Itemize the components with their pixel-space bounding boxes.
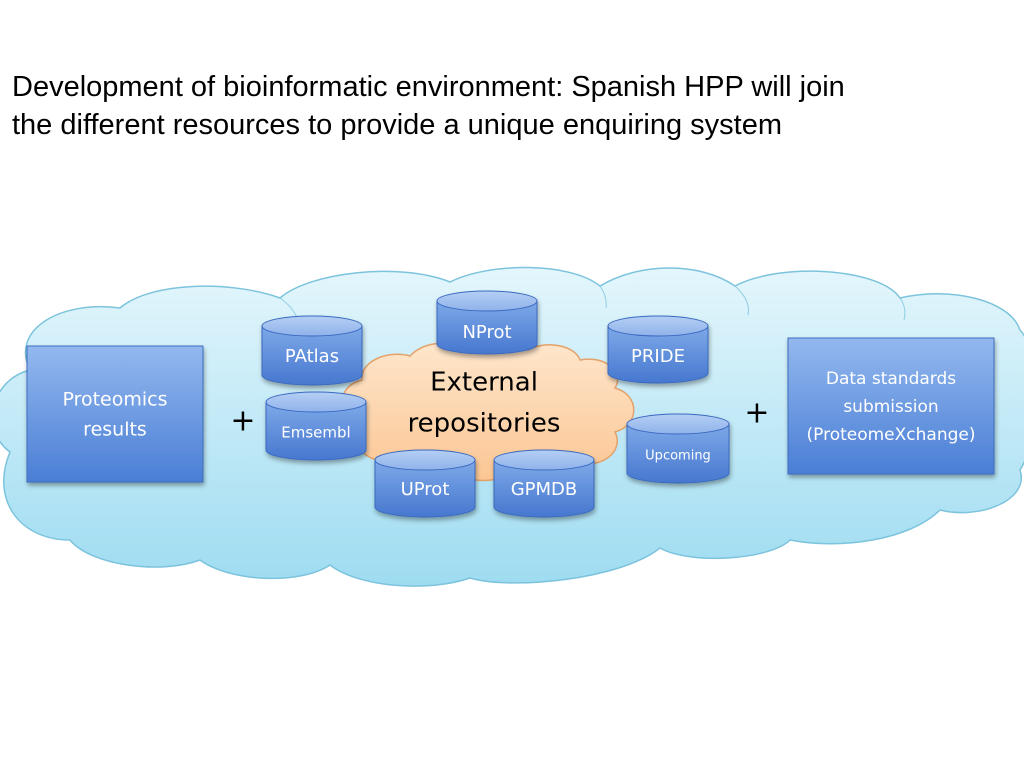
data-standards-label-line-1: Data standards [826,369,956,389]
gpmdb-label: GPMDB [511,479,578,500]
patlas-label: PAtlas [285,346,339,367]
nprot-database-icon [436,290,538,355]
pride-label: PRIDE [631,346,685,367]
proteomics-label-line-2: results [83,419,147,441]
emsembl-label: Emsembl [281,424,350,442]
proteomics-results-box [26,345,204,483]
external-repositories-line-2: repositories [408,409,561,439]
pride-database-icon [607,315,709,384]
gpmdb-database-icon [493,449,595,518]
nprot-label: NProt [462,322,511,343]
plus-left: + [230,404,255,439]
external-repositories-line-1: External [430,368,538,398]
plus-right: + [744,396,769,431]
upcoming-database-icon [626,413,730,484]
data-standards-label-line-3: (ProteomeXchange) [807,425,976,445]
slide-title-line-2: the different resources to provide a uni… [12,109,783,141]
uprot-database-icon [374,449,476,518]
uprot-label: UProt [401,479,450,500]
data-standards-box [787,337,995,475]
emsembl-database-icon [265,391,367,461]
proteomics-label-line-1: Proteomics [62,389,167,411]
patlas-database-icon [261,315,363,386]
upcoming-label: Upcoming [645,449,711,464]
data-standards-label-line-2: submission [843,397,938,417]
slide-title: Development of bioinformatic environment… [12,68,1012,144]
slide-title-line-1: Development of bioinformatic environment… [12,71,845,103]
